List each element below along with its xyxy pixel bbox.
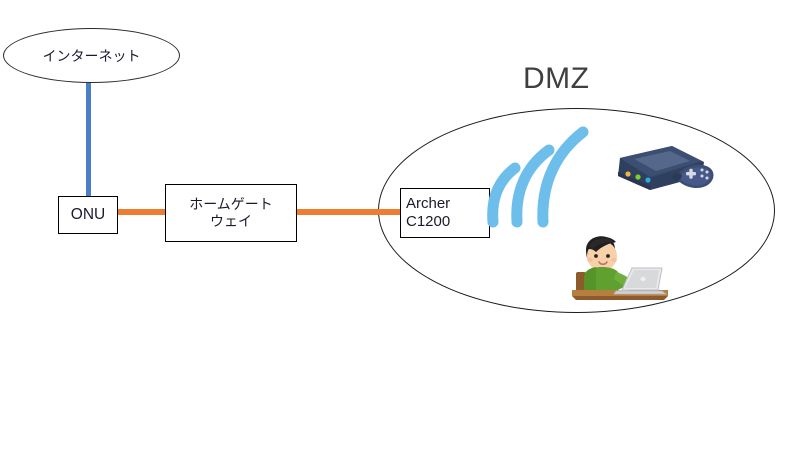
link-internet-to-onu bbox=[86, 80, 91, 198]
node-home-gateway-label: ホームゲート ウェイ bbox=[189, 195, 273, 229]
person-using-laptop-icon bbox=[558, 222, 682, 304]
link-onu-to-gateway bbox=[117, 209, 166, 215]
node-internet[interactable]: インターネット bbox=[3, 28, 180, 83]
node-archer-c1200-label: Archer C1200 bbox=[406, 194, 451, 230]
wifi-signal-icon bbox=[487, 118, 591, 230]
game-console-icon bbox=[606, 136, 718, 204]
link-gateway-to-archer bbox=[296, 209, 401, 215]
node-internet-label: インターネット bbox=[42, 47, 141, 64]
node-onu-label: ONU bbox=[70, 205, 106, 223]
node-home-gateway[interactable]: ホームゲート ウェイ bbox=[165, 184, 297, 242]
node-onu[interactable]: ONU bbox=[58, 196, 118, 234]
node-archer-c1200[interactable]: Archer C1200 bbox=[400, 188, 490, 238]
dmz-zone-label: DMZ bbox=[523, 62, 590, 95]
